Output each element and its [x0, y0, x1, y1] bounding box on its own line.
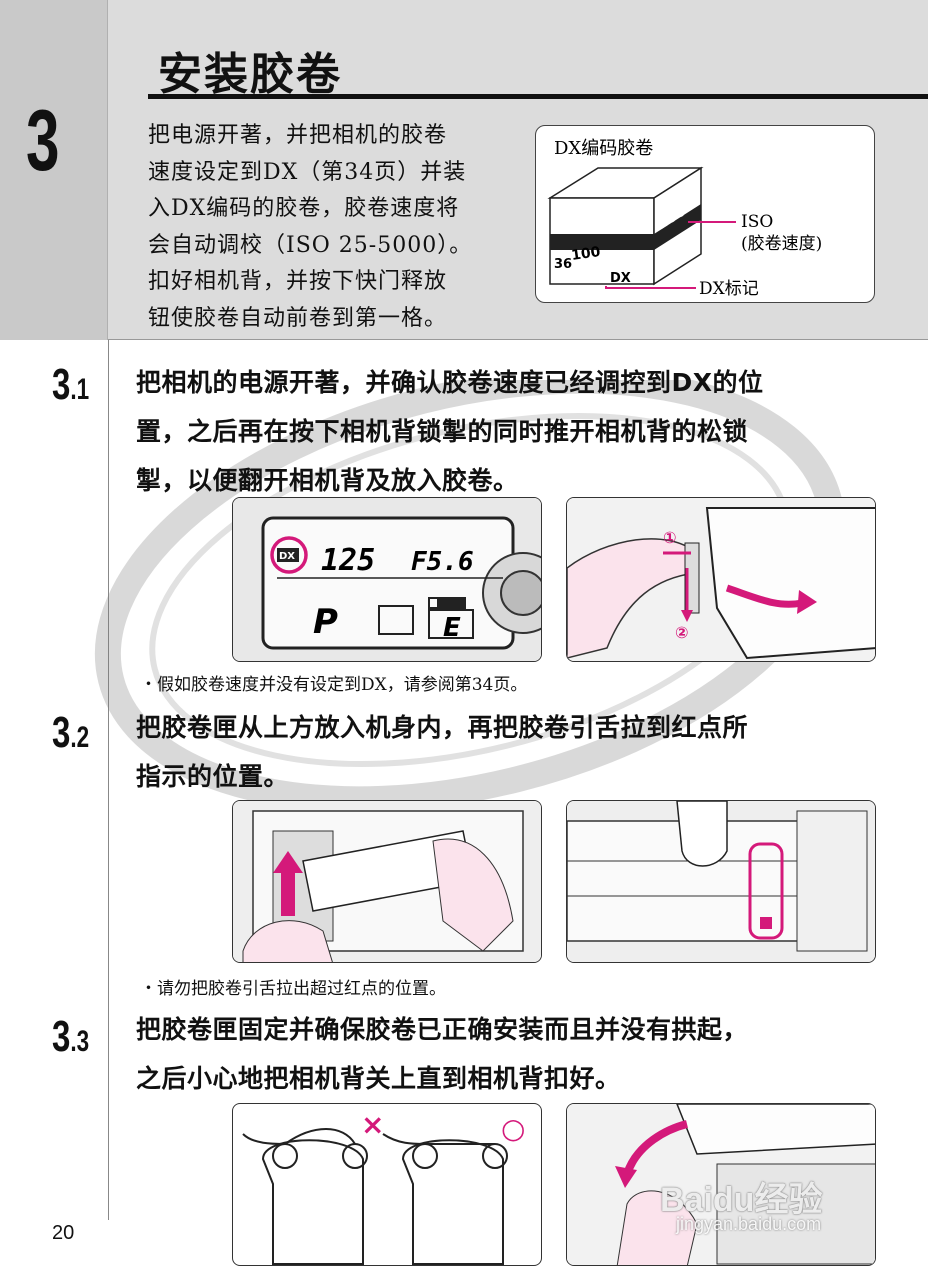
step-line: 把胶卷匣从上方放入机身内，再把胶卷引舌拉到红点所: [136, 713, 749, 742]
dx-mark-label: DX标记: [699, 279, 759, 299]
iso-label: ISO: [741, 212, 773, 232]
step-major: 3: [52, 1012, 71, 1061]
dx-film-diagram: DX编码胶卷 100 100 36 DX ISO (胶卷速度) DX标记: [535, 125, 875, 303]
red-dot-illustration: [566, 800, 876, 963]
film-path-comparison: × ○: [232, 1103, 542, 1266]
note-3-1: ・假如胶卷速度并没有设定到DX，请参阅第34页。: [140, 675, 528, 695]
title-underline: [148, 94, 928, 99]
film-box-illustration: DX编码胶卷 100 100 36 DX ISO (胶卷速度) DX标记: [547, 138, 822, 299]
intro-line: 会自动调校（ISO 25-5000）。: [148, 232, 473, 258]
right-mark: ○: [501, 1112, 525, 1145]
step-minor: .2: [70, 721, 90, 754]
back-latch-illustration: ① ②: [566, 497, 876, 662]
intro-text: 把电源开著，并把相机的胶卷 速度设定到DX（第34页）并装 入DX编码的胶卷，胶…: [148, 118, 518, 337]
note-3-2: ・请勿把胶卷引舌拉出超过红点的位置。: [140, 979, 446, 999]
step-line: 掣，以便翻开相机背及放入胶卷。: [136, 466, 519, 495]
marker-2: ②: [675, 623, 689, 642]
step-number-3-1: 3.1: [52, 360, 89, 410]
step-text-3-2: 把胶卷匣从上方放入机身内，再把胶卷引舌拉到红点所 指示的位置。: [136, 703, 748, 801]
intro-line: 扣好相机背，并按下快门释放: [148, 269, 448, 294]
intro-line: 钮使胶卷自动前卷到第一格。: [148, 305, 448, 331]
lcd-mode: P: [313, 602, 338, 642]
close-back-illustration: [566, 1103, 876, 1266]
left-divider: [108, 340, 109, 1220]
step-text-3-1: 把相机的电源开著，并确认胶卷速度已经调控到DX的位 置，之后再在按下相机背锁掣的…: [136, 358, 764, 505]
baidu-watermark-url: jingyan.baidu.com: [676, 1214, 822, 1234]
lcd-aperture: F5.6: [411, 547, 474, 577]
intro-line: 把电源开著，并把相机的胶卷: [148, 123, 448, 148]
lcd-exposure: E: [443, 613, 461, 643]
dx-highlight-circle: [270, 536, 308, 574]
step-minor: .3: [70, 1025, 90, 1058]
intro-line: 速度设定到DX（第34页）并装: [148, 159, 467, 185]
box-dx-mark: DX: [610, 271, 631, 286]
chapter-number: 3: [26, 93, 60, 189]
marker-1: ①: [663, 528, 677, 547]
dx-box-label: DX编码胶卷: [554, 138, 653, 159]
iso-sub-label: (胶卷速度): [741, 234, 822, 254]
lcd-panel-illustration: DX 125 F5.6 P E: [232, 497, 542, 662]
lcd-shutter-speed: 125: [321, 543, 375, 578]
step-text-3-3: 把胶卷匣固定并确保胶卷已正确安装而且并没有拱起， 之后小心地把相机背关上直到相机…: [136, 1005, 748, 1103]
intro-line: 入DX编码的胶卷，胶卷速度将: [148, 196, 460, 221]
lcd-dx-indicator: DX: [279, 551, 295, 562]
chapter-column: 3: [0, 0, 108, 340]
step-line: 指示的位置。: [136, 762, 290, 791]
wrong-mark: ×: [361, 1108, 384, 1141]
step-number-3-3: 3.3: [52, 1012, 89, 1062]
step-major: 3: [52, 360, 71, 409]
page-title: 安装胶卷: [158, 49, 342, 100]
box-exposures: 36: [554, 257, 572, 272]
page-number: 20: [52, 1222, 75, 1244]
step-major: 3: [52, 708, 71, 757]
step-line: 之后小心地把相机背关上直到相机背扣好。: [136, 1064, 621, 1093]
step-minor: .1: [70, 373, 90, 406]
step-line: 把胶卷匣固定并确保胶卷已正确安装而且并没有拱起，: [136, 1015, 749, 1044]
step-line: 把相机的电源开著，并确认胶卷速度已经调控到DX的位: [136, 368, 764, 397]
film-insert-illustration: [232, 800, 542, 963]
step-line: 置，之后再在按下相机背锁掣的同时推开相机背的松锁: [136, 417, 749, 446]
box-front-speed: 100: [570, 244, 601, 264]
step-number-3-2: 3.2: [52, 708, 89, 758]
baidu-watermark: Baidu经验: [660, 1181, 823, 1219]
